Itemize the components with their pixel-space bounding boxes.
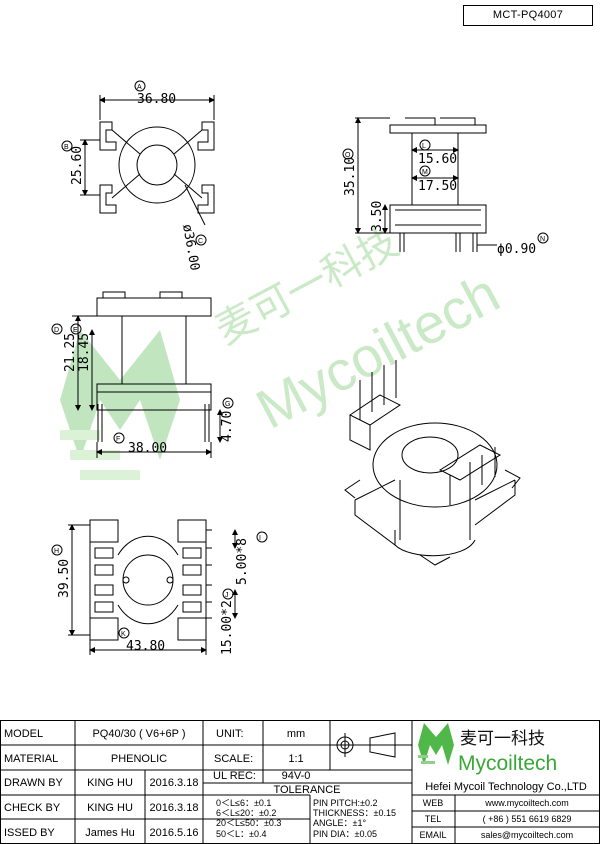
check-by-date: 2016.3.18 [150, 802, 199, 814]
callout-g: G [222, 397, 234, 409]
tolerance-angle: ANGLE：±1° [313, 818, 366, 828]
model-label: MODEL [4, 728, 43, 740]
unit-label: UNIT: [216, 728, 244, 740]
dim-front-width: 38.00 [128, 441, 167, 456]
bottom-view [68, 519, 238, 655]
company-name: Hefei Mycoil Technology Co.,LTD [425, 781, 587, 793]
svg-text:J: J [225, 592, 229, 599]
drawn-by-date: 2016.3.18 [150, 777, 199, 789]
ul-label: UL REC: [213, 770, 256, 782]
callout-b: B [61, 140, 73, 152]
svg-text:A: A [137, 84, 142, 91]
material-value: PHENOLIC [111, 753, 167, 765]
svg-text:I: I [259, 535, 261, 542]
svg-text:L: L [422, 143, 426, 150]
callout-m: M [419, 165, 431, 177]
company-logo [418, 723, 454, 765]
svg-text:C: C [198, 238, 203, 245]
tolerance-2: 6＜L≤20：±0.2 [216, 808, 276, 818]
svg-text:F: F [116, 436, 120, 443]
callout-n: N [537, 232, 549, 244]
part-number-box: MCT-PQ4007 [463, 5, 593, 26]
svg-text:H: H [54, 548, 59, 555]
email-value[interactable]: sales@mycoiltech.com [481, 830, 573, 840]
isometric-view [344, 360, 521, 566]
callout-l: L [419, 139, 431, 151]
tolerance-1: 0＜L≤6：±0.1 [216, 798, 271, 808]
material-label: MATERIAL [4, 753, 58, 765]
company-logo-cn: 麦可一科技 [460, 729, 545, 749]
svg-text:E: E [73, 327, 78, 334]
callout-h: H [51, 544, 63, 556]
svg-text:N: N [540, 236, 545, 243]
svg-text:G: G [225, 401, 230, 408]
svg-text:O: O [345, 152, 351, 159]
dim-front-height2: 18.45 [77, 333, 92, 372]
title-block-text: MODEL PQ40/30 ( V6+6P ) MATERIAL PHENOLI… [4, 723, 587, 840]
tel-value: ( +86 ) 551 6619 6829 [483, 814, 572, 824]
svg-text:M: M [422, 169, 428, 176]
dim-side-overall: 35.10 [343, 157, 358, 196]
unit-value: mm [287, 728, 305, 740]
scale-value: 1:1 [288, 753, 303, 765]
top-view [80, 95, 215, 226]
ul-value: 94V-0 [282, 770, 311, 782]
model-value: PQ40/30 ( V6+6P ) [92, 728, 185, 740]
tolerance-4: 50＜L：±0.4 [216, 829, 266, 839]
callout-e: E [70, 323, 82, 335]
dim-side-inner1: 15.60 [418, 152, 457, 167]
dim-side-pin-dia: ϕ0.90 [497, 242, 536, 257]
tolerance-pin-pitch: PIN PITCH:±0.2 [313, 798, 377, 808]
dim-side-inner2: 17.50 [418, 179, 457, 194]
company-logo-en: Mycoiltech [458, 752, 557, 775]
svg-text:D: D [54, 327, 59, 334]
web-value[interactable]: www.mycoiltech.com [484, 798, 569, 808]
tolerance-thickness: THICKNESS：±0.15 [313, 808, 396, 818]
tel-label: TEL [425, 814, 442, 824]
side-view [355, 117, 497, 252]
issued-by-date: 2016.5.16 [150, 827, 199, 839]
callout-a: A [134, 80, 146, 92]
svg-text:B: B [64, 144, 69, 151]
dim-front-height1: 21.25 [63, 333, 78, 372]
email-label: EMAIL [419, 830, 446, 840]
web-label: WEB [423, 798, 444, 808]
dim-bottom-height: 39.50 [57, 559, 72, 598]
dim-top-width: 36.80 [137, 92, 176, 107]
callout-c: C [195, 234, 207, 246]
dim-bottom-pitch2: 15.00*2 [220, 600, 235, 655]
check-by-value: KING HU [87, 802, 133, 814]
tolerance-title: TOLERANCE [273, 784, 340, 796]
dim-side-base: 3.50 [370, 201, 385, 232]
dim-top-height: 25.60 [70, 146, 85, 185]
issued-by-label: ISSED BY [4, 827, 55, 839]
callout-i: I [256, 531, 268, 543]
front-view [72, 291, 223, 458]
callout-j: J [222, 588, 234, 600]
tolerance-pin-dia: PIN DIA：±0.05 [313, 829, 377, 839]
dim-bottom-width: 43.80 [126, 639, 165, 654]
callout-f: F [113, 432, 125, 444]
callout-k: K [118, 627, 130, 639]
dim-front-pin-len: 4.70 [220, 411, 235, 442]
dim-bottom-pitch1: 5.00*8 [235, 538, 250, 585]
scale-label: SCALE: [214, 753, 253, 765]
dim-top-diameter: ø36.00 [179, 223, 202, 272]
drawn-by-value: KING HU [87, 777, 133, 789]
check-by-label: CHECK BY [4, 802, 61, 814]
drawn-by-label: DRAWN BY [4, 777, 64, 789]
callout-o: O [342, 148, 354, 160]
issued-by-value: James Hu [85, 827, 135, 839]
tolerance-3: 20＜L≤50：±0.3 [216, 818, 281, 828]
svg-text:K: K [121, 631, 126, 638]
callout-d: D [51, 323, 63, 335]
